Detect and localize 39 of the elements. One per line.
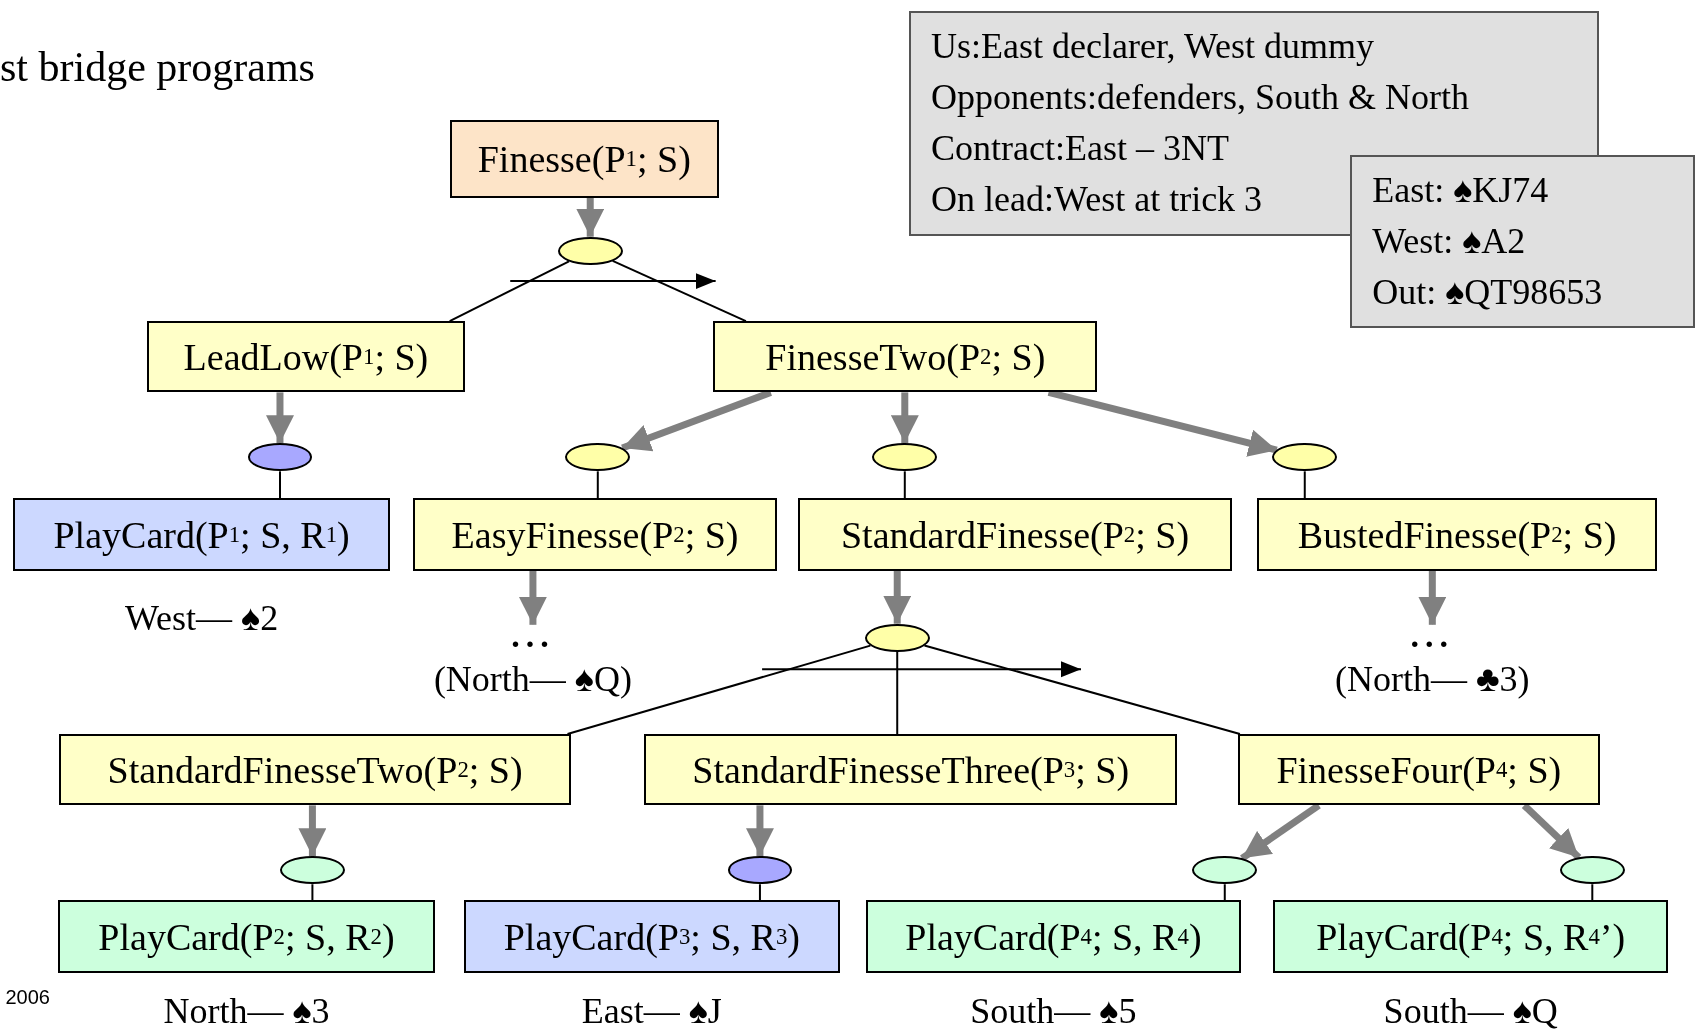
arrow <box>576 197 605 237</box>
connector-line <box>1591 883 1594 902</box>
info-line: Contract:East – 3NT <box>931 127 1230 171</box>
ellipsis-text: ... <box>495 624 571 653</box>
connector-line <box>896 650 899 735</box>
connector-line <box>596 470 599 500</box>
ellipse-node <box>1272 443 1338 472</box>
ellipse-node <box>864 623 930 652</box>
heading-fragment: st bridge programs <box>0 43 315 92</box>
card-play-label: West— ♠2 <box>125 597 279 640</box>
connector-line <box>903 470 906 500</box>
arrow <box>298 805 327 857</box>
info-line: Out: ♠QT98653 <box>1372 270 1603 314</box>
info-line: Opponents:defenders, South & North <box>931 76 1470 120</box>
ellipsis-text: ... <box>1394 624 1471 653</box>
connector-line <box>758 883 761 902</box>
arrow <box>745 805 774 857</box>
info-line: Us:East declarer, West dummy <box>931 25 1374 69</box>
card-play-label: South— ♠Q <box>1383 989 1558 1031</box>
card-play-label: (North— ♠Q) <box>433 657 632 700</box>
ellipse-node <box>557 236 623 265</box>
arrow <box>266 392 294 444</box>
card-play-label: East— ♠J <box>581 989 722 1031</box>
info-line: East: ♠KJ74 <box>1372 168 1549 212</box>
connector-line <box>611 259 747 323</box>
connector-line <box>279 470 281 500</box>
arrow <box>890 392 919 444</box>
connector-line <box>1223 883 1226 902</box>
info-line: On lead:West at trick 3 <box>931 178 1263 222</box>
connector-line <box>311 883 314 902</box>
year-label: 2006 <box>5 985 50 1009</box>
card-play-label: (North— ♣3) <box>1335 657 1530 700</box>
card-play-label: South— ♠5 <box>970 989 1137 1031</box>
hand-holdings-tooltip <box>1350 154 1695 328</box>
card-play-label: North— ♠3 <box>163 989 330 1031</box>
connector-line <box>1303 470 1306 500</box>
arrow <box>883 570 912 624</box>
connector-line <box>923 644 1241 735</box>
info-line: West: ♠A2 <box>1372 219 1526 263</box>
